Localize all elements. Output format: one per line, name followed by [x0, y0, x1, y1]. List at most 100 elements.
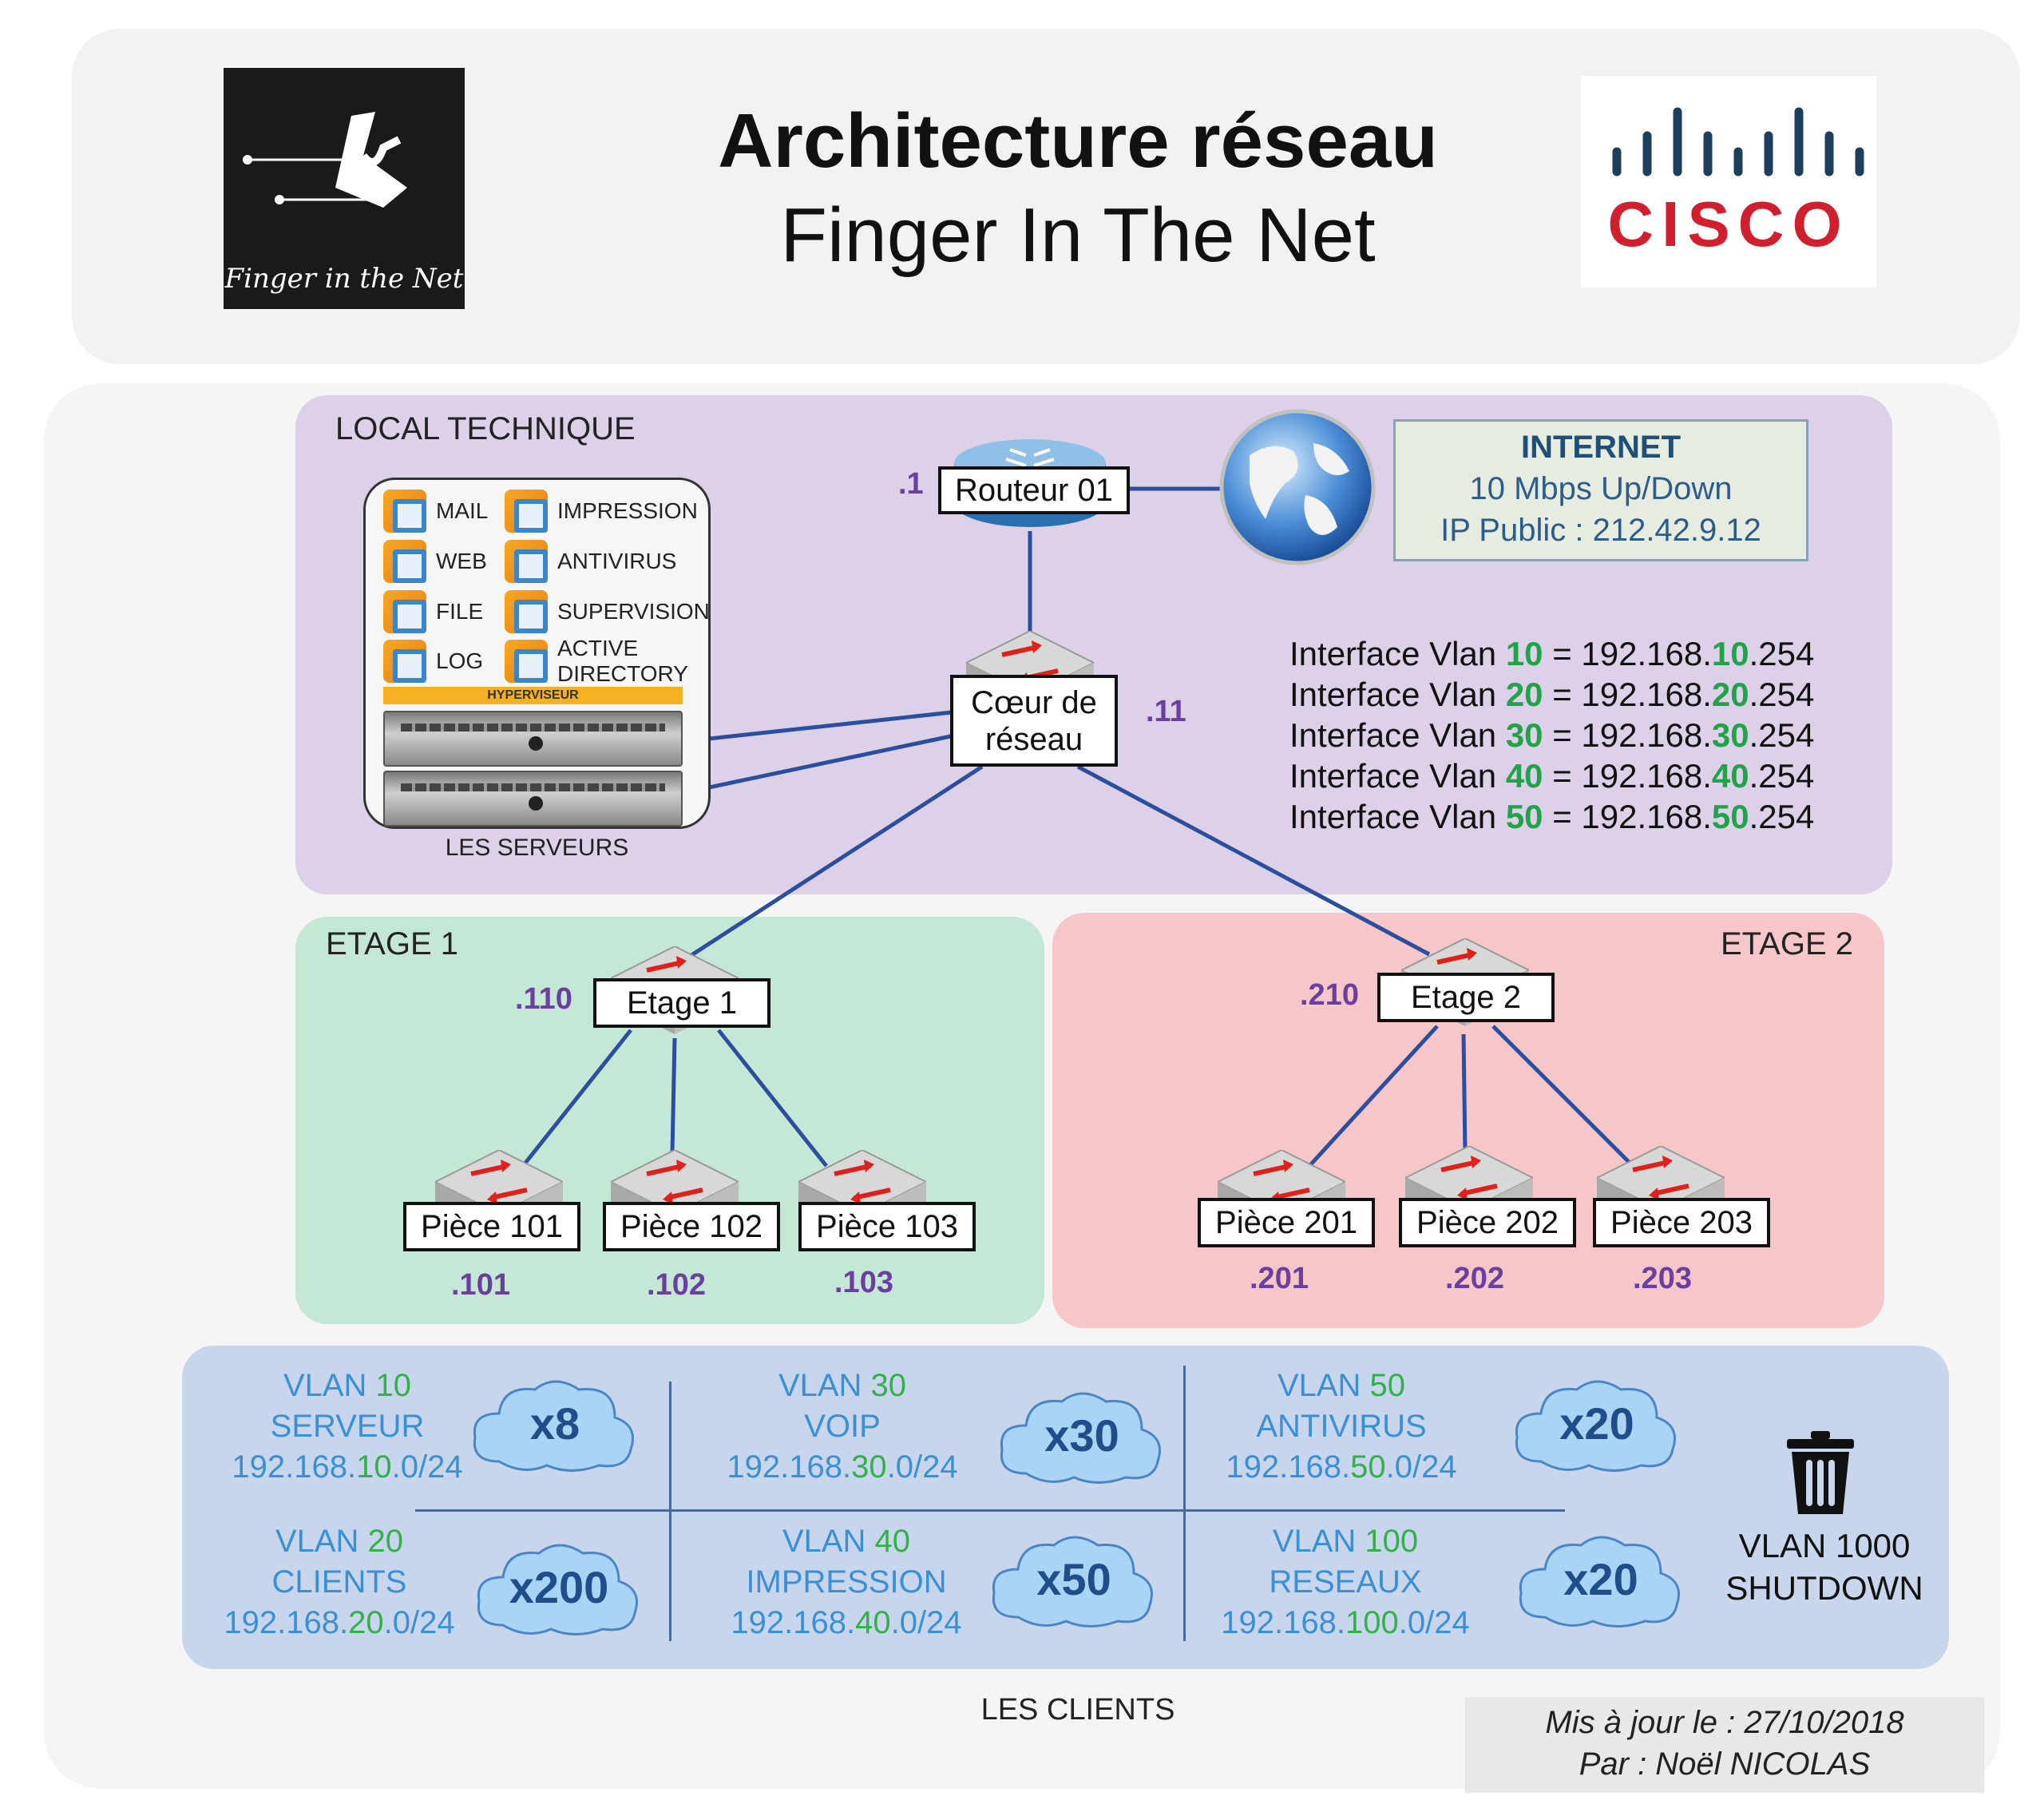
vlan-net: 50	[1350, 1449, 1386, 1485]
iface-net: 20	[1711, 676, 1749, 713]
cloud-icon	[1519, 1536, 1680, 1628]
interface-vlan-40: Interface Vlan 40 = 192.168.40.254	[1289, 757, 1814, 795]
iface-suffix: .254	[1749, 716, 1815, 754]
vlan-1000-label: VLAN 1000 SHUTDOWN	[1725, 1525, 1924, 1609]
core-switch-label[interactable]: Cœur de réseau	[950, 675, 1118, 767]
iface-vlan: 40	[1505, 757, 1543, 795]
vlan-net-prefix: 192.168.	[1221, 1604, 1345, 1640]
service-label: IMPRESSION	[557, 498, 698, 523]
internet-info-box: INTERNET 10 Mbps Up/Down IP Public : 212…	[1393, 419, 1808, 561]
link-etage1-103	[717, 1029, 828, 1168]
vlan-net-suffix: .0/24	[1385, 1449, 1457, 1485]
iface-prefix: Interface Vlan	[1289, 635, 1506, 672]
service-label: SUPERVISION	[557, 598, 710, 624]
globe-icon	[1219, 409, 1376, 565]
iface-mid: = 192.168.	[1543, 757, 1712, 795]
cisco-wordmark: CISCO	[1607, 188, 1850, 260]
vlan-net-suffix: .0/24	[886, 1449, 958, 1485]
cisco-logo: CISCO	[1581, 76, 1876, 287]
link-etage1-102	[670, 1037, 677, 1155]
vlan-net-prefix: 192.168.	[1226, 1449, 1351, 1485]
link-etage1-101	[521, 1029, 632, 1168]
iface-prefix: Interface Vlan	[1289, 757, 1506, 795]
cloud-icon	[473, 1380, 634, 1472]
vlan-net-suffix: .0/24	[383, 1604, 455, 1640]
vlan-title: VLAN	[1277, 1368, 1370, 1403]
service-impression: IMPRESSION	[505, 489, 698, 533]
vlan-name: VOIP	[804, 1408, 881, 1444]
cloud-vlan-30: x30	[994, 1386, 1170, 1489]
vlan-1000-title: VLAN 1000	[1738, 1527, 1911, 1564]
interface-vlan-50: Interface Vlan 50 = 192.168.50.254	[1289, 798, 1814, 836]
link-core-etage1	[685, 764, 984, 961]
interface-vlan-20: Interface Vlan 20 = 192.168.20.254	[1289, 676, 1814, 714]
clients-divider-h	[415, 1509, 1565, 1512]
vlan-net: 20	[348, 1604, 384, 1640]
room-101-ip: .101	[451, 1268, 510, 1302]
vlan-title: VLAN	[275, 1524, 368, 1559]
cisco-bars-icon	[1612, 107, 1864, 176]
vlan-title: VLAN	[1272, 1524, 1365, 1559]
cloud-count: x20	[1563, 1554, 1638, 1604]
iface-suffix: .254	[1749, 757, 1815, 795]
internet-public-ip: IP Public : 212.42.9.12	[1440, 513, 1761, 548]
room-203-label[interactable]: Pièce 203	[1593, 1198, 1770, 1247]
cloud-icon	[477, 1544, 638, 1635]
room-103-label[interactable]: Pièce 103	[798, 1202, 976, 1251]
service-file: FILE	[383, 589, 483, 634]
room-201-label[interactable]: Pièce 201	[1198, 1198, 1375, 1247]
vlan-net-prefix: 192.168.	[232, 1449, 357, 1485]
iface-prefix: Interface Vlan	[1289, 716, 1506, 754]
router-ip: .1	[898, 467, 924, 501]
iface-suffix: .254	[1749, 676, 1815, 713]
vlan-10-block: VLAN 10 SERVEUR 192.168.10.0/24	[216, 1366, 479, 1487]
iface-prefix: Interface Vlan	[1289, 676, 1506, 713]
vlan-name: SERVEUR	[270, 1408, 425, 1444]
vlan-name: IMPRESSION	[746, 1564, 947, 1600]
cloud-vlan-40: x50	[986, 1529, 1162, 1633]
vmware-icon	[505, 490, 548, 533]
vmware-icon	[505, 590, 548, 633]
link-core-etage2	[1076, 764, 1431, 957]
internet-title: INTERNET	[1521, 430, 1681, 465]
service-label: ACTIVE DIRECTORY	[557, 635, 688, 686]
vmware-icon	[383, 640, 426, 683]
iface-net: 40	[1711, 757, 1749, 795]
logo-script-text: Finger in the Net	[224, 263, 464, 295]
vmware-icon	[505, 540, 548, 583]
room-202-label[interactable]: Pièce 202	[1399, 1198, 1576, 1247]
interface-vlan-30: Interface Vlan 30 = 192.168.30.254	[1289, 716, 1814, 755]
hand-logo-icon	[243, 112, 407, 208]
core-label-line2: réseau	[984, 721, 1083, 757]
service-mail: MAIL	[383, 489, 488, 533]
iface-vlan: 30	[1505, 716, 1543, 754]
vmware-icon	[383, 590, 426, 633]
room-202-ip: .202	[1445, 1262, 1504, 1295]
iface-vlan: 20	[1505, 676, 1543, 713]
vlan-title: VLAN	[782, 1524, 875, 1559]
router-label[interactable]: Routeur 01	[938, 466, 1130, 514]
room-101-label[interactable]: Pièce 101	[403, 1202, 580, 1251]
internet-bandwidth: 10 Mbps Up/Down	[1469, 471, 1733, 506]
cloud-icon	[1000, 1392, 1161, 1484]
room-102-ip: .102	[647, 1268, 706, 1302]
cloud-vlan-100: x20	[1513, 1529, 1689, 1633]
footer-author: Par : Noël NICOLAS	[1579, 1746, 1871, 1782]
rack-server-1	[383, 711, 683, 767]
zone-label-etage-2: ETAGE 2	[1721, 926, 1853, 961]
etage2-switch-label[interactable]: Etage 2	[1377, 973, 1555, 1022]
vmware-icon	[383, 490, 426, 533]
service-supervision: SUPERVISION	[505, 589, 710, 634]
iface-mid: = 192.168.	[1543, 716, 1712, 754]
hyperviseur-bar: HYPERVISEUR	[383, 687, 683, 704]
room-103-ip: .103	[834, 1266, 893, 1299]
room-102-label[interactable]: Pièce 102	[603, 1202, 780, 1251]
link-server2-core	[686, 732, 959, 795]
cloud-count: x30	[1044, 1410, 1119, 1461]
service-label: WEB	[436, 548, 487, 573]
link-server1-core	[686, 710, 953, 743]
room-201-ip: .201	[1250, 1262, 1309, 1295]
etage1-switch-label[interactable]: Etage 1	[593, 978, 770, 1028]
etage2-ip: .210	[1300, 978, 1359, 1012]
